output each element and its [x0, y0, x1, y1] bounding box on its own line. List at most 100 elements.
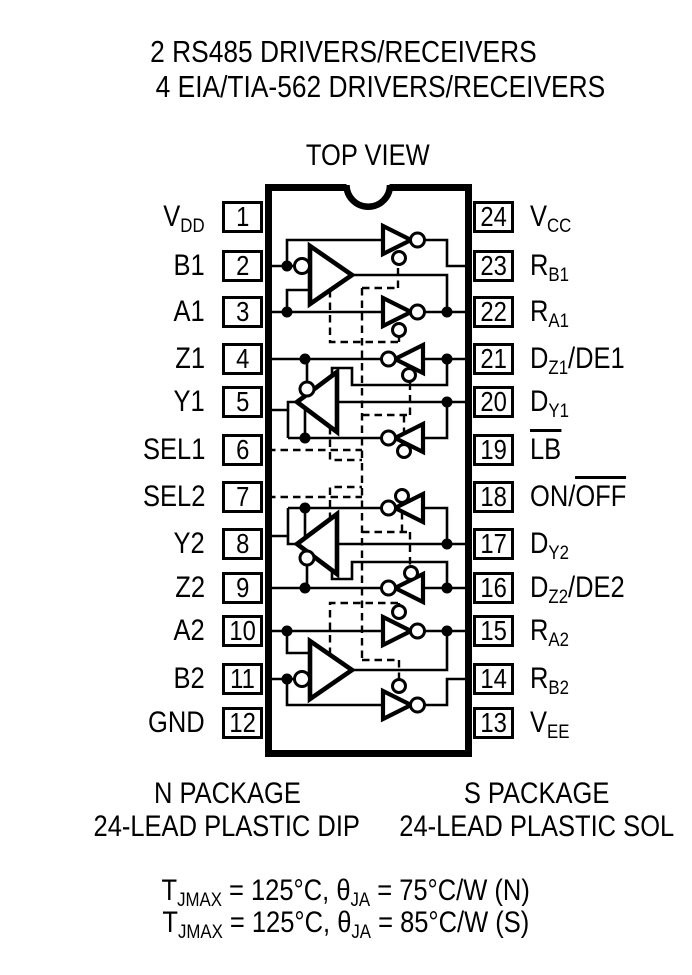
pin-label-21: DZ1/DE1	[530, 342, 692, 379]
label-text: V	[530, 706, 548, 739]
label-text: B2	[173, 662, 205, 695]
pin-box-11: 11	[222, 663, 263, 695]
pin-label-13: VEE	[530, 706, 692, 743]
thermal-note-n: TJMAX = 125°C, θJA = 75°C/W (N)	[126, 874, 566, 911]
label-text: R	[530, 295, 549, 328]
rs485-driver-1	[293, 367, 340, 437]
pin-label-text: Y2	[174, 528, 205, 560]
label-text: /DE1	[568, 342, 625, 375]
s-package-line-1: S PACKAGE	[464, 777, 610, 810]
pin-number: 11	[230, 663, 255, 694]
pin-label-10: A2	[40, 615, 205, 647]
pin-number: 18	[480, 481, 507, 512]
label-subscript: JA	[350, 888, 371, 911]
pin-label-text: DZ2/DE2	[530, 572, 625, 608]
pin-box-22: 22	[473, 296, 514, 328]
pin-label-text: RB2	[530, 662, 569, 699]
pin-number: 9	[235, 572, 250, 603]
pin-box-4: 4	[222, 343, 263, 375]
label-subscript: B1	[548, 263, 569, 286]
pin-box-12: 12	[222, 707, 263, 739]
pin-box-21: 21	[473, 343, 514, 375]
label-text: Y2	[173, 527, 205, 560]
pin-label-text: VDD	[163, 200, 205, 237]
pin-label-text: VCC	[530, 200, 571, 237]
pin-label-20: DY1	[530, 385, 692, 422]
pin-box-1: 1	[222, 201, 263, 233]
pin-label-3: A1	[40, 296, 205, 328]
inverter-b1	[380, 222, 416, 258]
inverter-a2	[380, 613, 416, 649]
pin-box-6: 6	[222, 434, 263, 466]
pin-label-text: DY1	[530, 385, 569, 422]
pin-label-19: LB	[530, 429, 692, 466]
pin-label-text: SEL1	[143, 434, 205, 466]
s-package-caption: S PACKAGE 24-LEAD PLASTIC SOL	[357, 777, 692, 843]
pin-label-text: SEL2	[143, 481, 205, 513]
pin-label-text: ON/OFF	[530, 476, 627, 513]
pin-label-text: RA1	[530, 295, 569, 332]
pin-label-17: DY2	[530, 528, 692, 564]
label-subscript: A2	[548, 628, 569, 651]
pin-label-text: VEE	[530, 706, 569, 743]
pin-box-8: 8	[222, 528, 263, 560]
pin-label-16: DZ2/DE2	[530, 572, 692, 608]
label-text: = 125°C, θ	[222, 906, 352, 939]
label-subscript: Y1	[548, 399, 569, 422]
label-subscript: Z1	[548, 356, 569, 379]
label-text: T	[161, 874, 178, 907]
pin-label-text: DY2	[530, 528, 569, 564]
pin-number: 5	[235, 386, 250, 417]
pin-label-text: DZ1/DE1	[530, 342, 625, 379]
label-text: Z2	[175, 571, 205, 604]
title-line-1: 2 RS485 DRIVERS/RECEIVERS	[150, 34, 537, 69]
label-subscript: Z2	[548, 585, 569, 608]
pin-box-7: 7	[222, 481, 263, 513]
label-text: R	[530, 662, 549, 695]
pin-box-20: 20	[473, 386, 514, 418]
pin-label-24: VCC	[530, 200, 692, 237]
pin-box-13: 13	[473, 707, 514, 739]
rs485-receiver-1	[307, 241, 357, 309]
pin-box-17: 17	[473, 528, 514, 560]
pin-number: 19	[480, 434, 507, 465]
pin-label-text: LB	[530, 429, 562, 466]
top-view-label: TOP VIEW	[306, 139, 430, 172]
pin-number: 23	[480, 250, 507, 281]
pin-label-4: Z1	[40, 343, 205, 375]
pin-label-text: Z2	[175, 572, 205, 604]
label-text: A2	[173, 614, 205, 647]
inverter-z2	[390, 570, 426, 606]
rs485-receiver-2	[307, 636, 357, 704]
pin-label-11: B2	[40, 663, 205, 695]
pin-number: 1	[235, 201, 250, 232]
label-text: = 75°C/W (N)	[370, 874, 531, 907]
pin-label-text: RB1	[530, 250, 569, 286]
label-subscript: JMAX	[177, 888, 223, 911]
inverter-a1	[380, 294, 416, 330]
pin-label-text: B2	[174, 663, 205, 695]
label-text: GND	[148, 706, 205, 739]
label-text: V	[530, 200, 548, 233]
pin-number: 7	[235, 481, 250, 512]
label-text: V	[163, 200, 181, 233]
pin-label-5: Y1	[40, 386, 205, 418]
pin-number: 13	[480, 707, 507, 738]
label-text: D	[530, 385, 549, 418]
pin-label-text: RA2	[530, 614, 569, 651]
label-subscript: DD	[180, 214, 205, 237]
label-text: R	[530, 614, 549, 647]
label-subscript: B2	[548, 676, 569, 699]
pin-label-6: SEL1	[40, 434, 205, 466]
pin-label-18: ON/OFF	[530, 476, 692, 513]
pin-number: 10	[229, 615, 256, 646]
pin-number: 12	[229, 707, 256, 738]
pin-label-text: Y1	[174, 386, 205, 418]
label-text: SEL2	[142, 480, 205, 513]
pin-label-9: Z2	[40, 572, 205, 604]
label-text: SEL1	[142, 433, 205, 466]
label-text: Y1	[173, 385, 205, 418]
junction-dots	[281, 260, 453, 685]
